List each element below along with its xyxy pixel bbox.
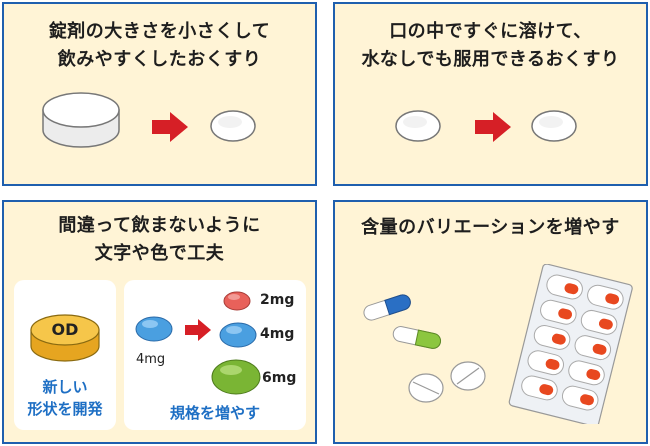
small-tablet-icon [210, 110, 256, 142]
scored-tablet-icon [450, 361, 486, 391]
blister-pack-icon [508, 264, 633, 424]
blue-capsule-icon [363, 294, 411, 321]
red-tablet-icon [223, 291, 251, 311]
dose-variants-caption: 規格を増やす [169, 404, 260, 422]
title-line-1: 間違って飲まないように [58, 215, 261, 236]
dose-label-small: 2mg [260, 292, 295, 308]
panel-small-tablet: 錠剤の大きさを小さくして 飲みやすくしたおくすり [2, 2, 317, 186]
od-badge-label: OD [51, 320, 79, 339]
dose-variants-box: 4mg 2mg 4mg 6mg 規格を増やす [124, 280, 306, 430]
panel-dose-variations: 含量のバリエーションを増やす [333, 200, 648, 444]
arrow-right-icon [152, 112, 188, 142]
tablet-before-icon [395, 110, 441, 142]
title-line-1: 含量のバリエーションを増やす [361, 217, 620, 238]
arrow-right-icon [475, 112, 511, 142]
title-line-2: 文字や色で工夫 [94, 243, 225, 264]
new-shape-box: OD 新しい 形状を開発 [14, 280, 116, 430]
title-line-1: 口の中ですぐに溶けて、 [389, 21, 592, 42]
scored-tablet-icon [408, 373, 444, 403]
new-shape-caption: 新しい 形状を開発 [14, 376, 116, 420]
panel-title: 間違って飲まないように 文字や色で工夫 [4, 212, 315, 268]
arrow-right-icon [185, 319, 211, 341]
panel-orally-disintegrating: 口の中ですぐに溶けて、 水なしでも服用できるおくすり [333, 2, 648, 186]
tablet-after-icon [531, 110, 577, 142]
panel-identification: 間違って飲まないように 文字や色で工夫 OD 新しい 形状を開発 4mg 2mg [2, 200, 317, 444]
blue-tablet-icon [219, 322, 257, 348]
green-tablet-icon [211, 359, 261, 395]
caption-line-1: 新しい [42, 378, 88, 396]
title-line-2: 水なしでも服用できるおくすり [361, 49, 620, 70]
title-line-1: 錠剤の大きさを小さくして [48, 21, 271, 42]
panel-title: 口の中ですぐに溶けて、 水なしでも服用できるおくすり [335, 18, 646, 74]
title-line-2: 飲みやすくしたおくすり [57, 49, 262, 70]
large-tablet-icon [42, 92, 120, 148]
panel-title: 錠剤の大きさを小さくして 飲みやすくしたおくすり [4, 18, 315, 74]
dose-label-base: 4mg [136, 352, 166, 367]
blue-tablet-icon [135, 316, 173, 342]
dose-label-large: 6mg [262, 370, 297, 386]
green-capsule-icon [392, 326, 442, 349]
caption-line-2: 形状を開発 [27, 400, 103, 418]
dose-label-same: 4mg [260, 326, 295, 342]
panel-title: 含量のバリエーションを増やす [335, 214, 646, 242]
od-tablet-icon [30, 314, 100, 362]
